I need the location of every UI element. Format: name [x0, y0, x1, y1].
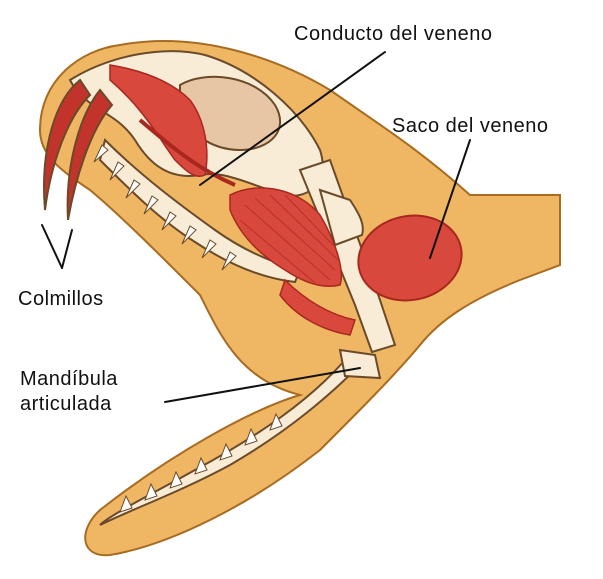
fangs-leader-front [42, 225, 62, 268]
venom-duct-label: Conducto del veneno [294, 23, 493, 45]
fangs-label: Colmillos [18, 288, 104, 310]
venom-sac-label: Saco del veneno [392, 115, 549, 137]
jaw-hinge-bone [340, 350, 380, 378]
fangs-leader-back [62, 230, 72, 268]
jaw-label-line2: articulada [20, 393, 112, 415]
jaw-label-line1: Mandíbula [20, 368, 118, 390]
